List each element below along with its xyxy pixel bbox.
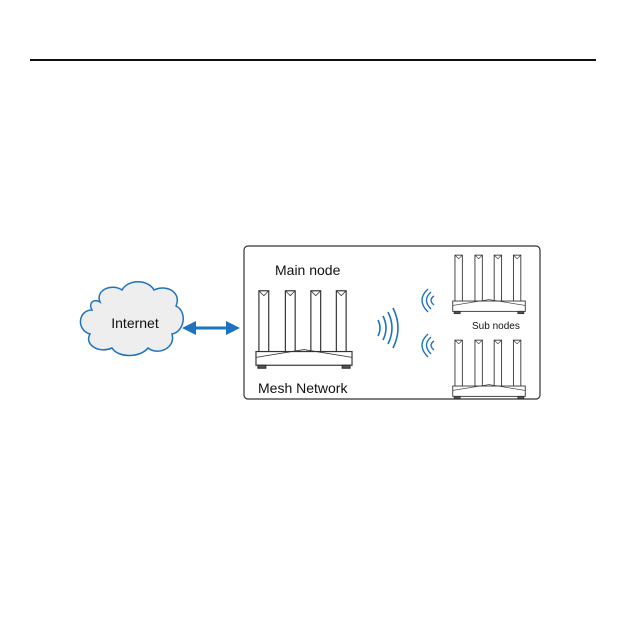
sub-nodes-label: Sub nodes [472,321,520,332]
internet-label: Internet [111,315,159,331]
main-node-label: Main node [275,262,341,278]
bidirectional-arrow-icon [182,321,240,335]
mesh-network-label: Mesh Network [258,380,348,396]
internet-cloud: Internet [80,282,183,356]
